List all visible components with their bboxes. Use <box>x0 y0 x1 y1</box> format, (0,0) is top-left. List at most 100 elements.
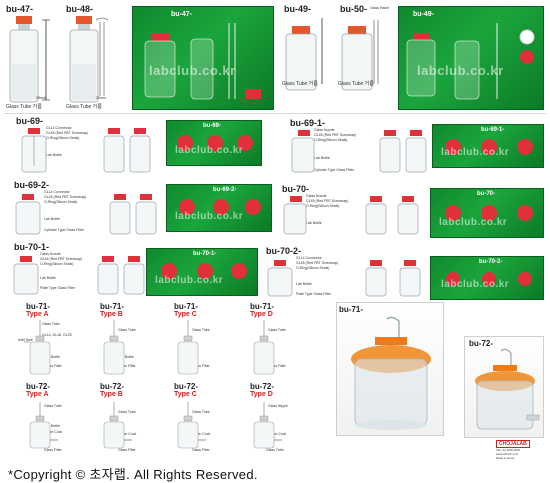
watermark: labclub.co.kr <box>441 279 510 290</box>
callout-plate-filter: Plate Type Glass Filter <box>40 286 76 290</box>
callout-gl14: GL14 Connector <box>46 126 72 130</box>
bu49-drawing <box>285 18 323 91</box>
size-label-2: 29mm <box>96 96 106 100</box>
bu72-c-title: bu-72- <box>174 382 198 391</box>
glass-hanle-label: Glass Hanle <box>370 6 390 10</box>
callout-gl45: GL45 (Red PBT Screwcap) <box>44 195 87 199</box>
photo-bu70-2: bu-70-2- labclub.co.kr <box>430 256 544 300</box>
copyright-text: *Copyright © 초자랩. All Rights Reserved. <box>8 467 258 482</box>
callout-gl45: GL45 (Red PBT Screwcap) <box>40 257 83 261</box>
bu72-a-filter: Glass Filter <box>44 448 62 452</box>
bu72-b-cock: Teflon Cock <box>118 432 137 436</box>
bu71-b-title: bu-71- <box>100 302 124 311</box>
bu72-b-filter: Glass Filter <box>118 448 136 452</box>
bu49-title: bu-49- <box>284 4 311 14</box>
bottles-photo-icon <box>177 135 253 151</box>
bu71-b-filter: Glass Filter <box>118 364 136 368</box>
logo-sub-3: Made in Korea <box>496 456 515 460</box>
bu69-2-drawings <box>15 194 157 235</box>
photo-bu70: bu-70- labclub.co.kr <box>430 188 544 238</box>
photo-bu69-label: bu-69- <box>203 123 221 129</box>
bottles-photo-icon <box>161 263 247 279</box>
bu71-a-gl: GL14, GL18, GL25 <box>42 333 72 337</box>
bu71-c-filter: Glass Filter <box>192 364 210 368</box>
photo-bu47: bu-47- labclub.co.kr <box>132 6 274 110</box>
watermark: labclub.co.kr <box>417 63 504 78</box>
watermark: labclub.co.kr <box>149 63 236 78</box>
glass-tube-label-1: Glass Tube 거름 <box>6 104 42 110</box>
bu71-a-bottle: Lab Bottle <box>44 355 60 359</box>
callout-lab-bottle: Lab Bottle <box>306 221 322 225</box>
bu50-drawing <box>341 20 379 91</box>
bu72-drawings <box>29 402 282 449</box>
callout-gl14: GL14 Connector <box>44 190 70 194</box>
bu71-a-glass-tube: Glass Tube <box>42 322 60 326</box>
bu70-2-title: bu-70-2- <box>266 246 302 256</box>
bu71-a-type: Type A <box>26 311 49 318</box>
bu70-1-drawings <box>13 256 145 295</box>
watermark: labclub.co.kr <box>441 147 510 158</box>
bu71-b-bottle: Lab Bottle <box>118 355 134 359</box>
bu72-d-tube: Glass Tube <box>266 448 284 452</box>
bu72-b-title: bu-72- <box>100 382 124 391</box>
photo-bu71: bu-71- <box>336 302 444 436</box>
photo-bu71-label: bu-71- <box>339 305 363 314</box>
bu72-b-type: Type B <box>100 391 123 398</box>
callout-gl14: GL14 Connector <box>296 256 322 260</box>
bu71-a-filter: Glass Filter <box>44 364 62 368</box>
size-label-1: 28mm <box>36 96 46 100</box>
bu71-a-inlet: Inlet Hole <box>18 338 33 342</box>
photo-bu70-2-label: bu-70-2- <box>479 259 503 265</box>
bu71-c-glass-tube: Glass Tube <box>192 328 210 332</box>
bu72-d-nipple: Glass Nipple <box>268 404 288 408</box>
bu72-a-cock: Teflon Cock <box>44 430 63 434</box>
brand-logo: CHOJALAB <box>496 440 530 448</box>
callout-oring: O-Ring(Silicon Seals) <box>46 136 80 140</box>
photo-bu69-1-label: bu-69-1- <box>481 127 505 133</box>
cap-icon <box>76 16 92 24</box>
bu48-drawing <box>69 16 109 103</box>
jar-photo-icon <box>351 316 431 430</box>
callout-oring: O-Ring(Silicon Seals) <box>40 262 74 266</box>
photo-bu72-label: bu-72- <box>469 339 493 348</box>
bu71-c-type: Type C <box>174 311 197 318</box>
bu72-a-type: Type A <box>26 391 49 398</box>
bu71-d-title: bu-71- <box>250 302 274 311</box>
callout-lab-bottle: Lab Bottle <box>40 276 56 280</box>
bu72-b-glass-tube: Glass Tube <box>118 410 136 414</box>
bu70-2-drawings <box>267 260 421 297</box>
callout-lab-bottle: Lab Bottle <box>314 156 330 160</box>
bu71-c-title: bu-71- <box>174 302 198 311</box>
jar-photo-icon <box>475 348 540 430</box>
bu71-d-glass-tube: Glass Tube <box>268 328 286 332</box>
watermark: labclub.co.kr <box>155 275 224 286</box>
callout-glass-nozzle: Glass Nozzle <box>40 252 61 256</box>
bu69-1-title: bu-69-1- <box>290 118 326 128</box>
bu72-c-cock: Teflon Cock <box>192 432 211 436</box>
watermark: labclub.co.kr <box>175 145 244 156</box>
callout-gl45: GL45 (Red PBT Screwcap) <box>306 199 349 203</box>
callout-oring: O-Ring(Silicon Seals) <box>306 204 340 208</box>
photo-bu72: bu-72- <box>464 336 544 438</box>
bu47-title: bu-47- <box>6 4 33 14</box>
bottles-photo-icon <box>445 139 533 155</box>
photo-bu69-1: bu-69-1- labclub.co.kr <box>432 124 544 168</box>
photo-bu47-label: bu-47- <box>171 11 192 18</box>
bu72-c-type: Type C <box>174 391 197 398</box>
bu72-d-type: Type D <box>250 391 273 398</box>
bu72-a-glass-tube: Glass Tube <box>44 404 62 408</box>
bu70-1-title: bu-70-1- <box>14 242 50 252</box>
bu71-drawings <box>24 320 275 375</box>
bu71-b-type: Type B <box>100 311 123 318</box>
glass-tube-label-4: Glass Tube 거름 <box>338 81 374 87</box>
bu47-drawing <box>9 16 50 103</box>
divider <box>4 113 546 114</box>
bu69-1-drawings <box>291 130 427 173</box>
bu72-a-bottle: Lab Bottle <box>44 424 60 428</box>
bu50-title: bu-50- <box>340 4 367 14</box>
logo-sub-2: www.labclub.co.kr <box>496 452 519 456</box>
photo-bu69-2-label: bu-69-2- <box>213 187 237 193</box>
photo-bu49: bu-49- labclub.co.kr <box>398 6 544 110</box>
bu72-c-filter: Glass Filter <box>192 448 210 452</box>
callout-cylinder-filter: Cylinder Type Glass Filter <box>44 228 85 232</box>
